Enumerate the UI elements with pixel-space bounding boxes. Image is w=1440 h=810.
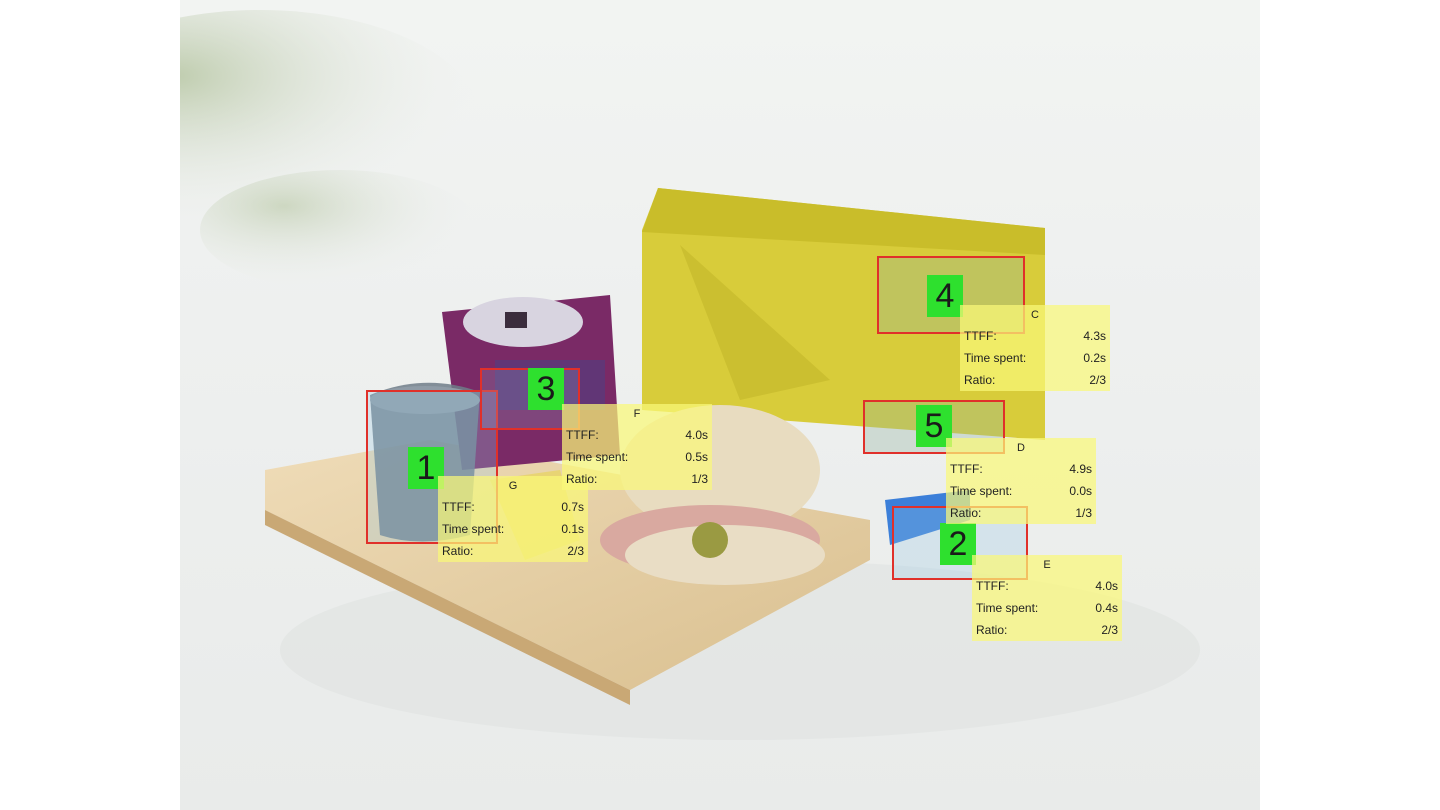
ttff-label: TTFF: [442, 500, 475, 514]
ttff-value: 4.0s [1095, 579, 1118, 593]
stats-box-f: F TTFF: 4.0s Time spent: 0.5s Ratio: 1/3 [562, 404, 712, 490]
stats-box-d: D TTFF: 4.9s Time spent: 0.0s Ratio: 1/3 [946, 438, 1096, 524]
ratio-label: Ratio: [964, 373, 996, 387]
stats-box-c: C TTFF: 4.3s Time spent: 0.2s Ratio: 2/3 [960, 305, 1110, 391]
aoi-number-2: 2 [940, 523, 976, 565]
ttff-value: 4.3s [1083, 329, 1106, 343]
product-photo [180, 10, 1200, 740]
stats-box-letter: G [508, 480, 518, 492]
ttff-label: TTFF: [976, 579, 1009, 593]
time-spent-label: Time spent: [442, 522, 505, 536]
ratio-label: Ratio: [566, 472, 598, 486]
ttff-value: 4.0s [685, 428, 708, 442]
ttff-label: TTFF: [950, 462, 983, 476]
aoi-number-4: 4 [927, 275, 963, 317]
ratio-value: 2/3 [1089, 373, 1106, 387]
stats-box-g: G TTFF: 0.7s Time spent: 0.1s Ratio: 2/3 [438, 476, 588, 562]
photo-canvas: 1 3 4 5 2 G TTFF:0.7s Time spent:0.1s Ra… [180, 0, 1260, 810]
aoi-number-1: 1 [408, 447, 444, 489]
time-spent-label: Time spent: [950, 484, 1013, 498]
time-spent-value: 0.5s [685, 450, 708, 464]
ttff-label: TTFF: [566, 428, 599, 442]
ttff-value: 0.7s [561, 500, 584, 514]
ratio-value: 1/3 [1075, 506, 1092, 520]
time-spent-value: 0.4s [1095, 601, 1118, 615]
ratio-value: 1/3 [691, 472, 708, 486]
time-spent-label: Time spent: [566, 450, 629, 464]
time-spent-value: 0.0s [1069, 484, 1092, 498]
ratio-label: Ratio: [442, 544, 474, 558]
ratio-value: 2/3 [1101, 623, 1118, 637]
stats-box-letter: C [1031, 309, 1039, 321]
aoi-number-3: 3 [528, 368, 564, 410]
ratio-label: Ratio: [950, 506, 982, 520]
ratio-value: 2/3 [567, 544, 584, 558]
time-spent-label: Time spent: [964, 351, 1027, 365]
ratio-label: Ratio: [976, 623, 1008, 637]
stats-box-letter: E [1043, 559, 1051, 571]
background-foliage [180, 10, 480, 230]
stats-box-e: E TTFF: 4.0s Time spent: 0.4s Ratio: 2/3 [972, 555, 1122, 641]
time-spent-label: Time spent: [976, 601, 1039, 615]
stats-box-letter: F [633, 408, 641, 420]
stats-box-letter: D [1017, 442, 1025, 454]
time-spent-value: 0.2s [1083, 351, 1106, 365]
ttff-label: TTFF: [964, 329, 997, 343]
ttff-value: 4.9s [1069, 462, 1092, 476]
time-spent-value: 0.1s [561, 522, 584, 536]
